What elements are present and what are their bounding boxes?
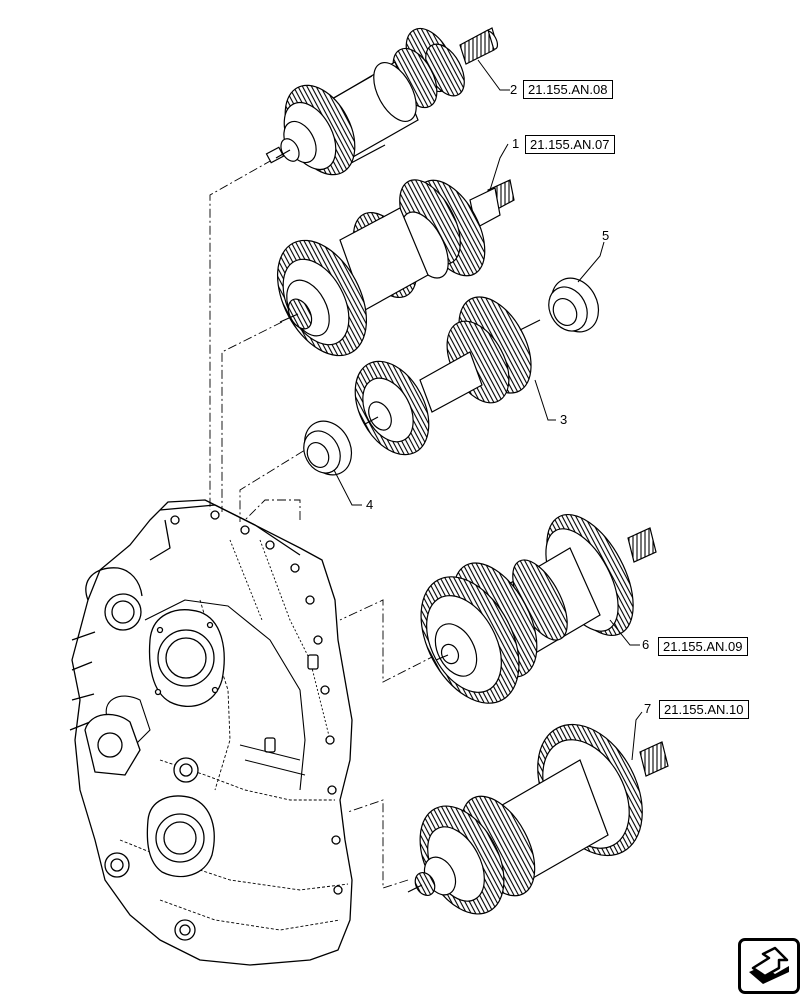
arrow-jump-icon bbox=[749, 946, 789, 984]
reference-link-part-1[interactable]: 21.155.AN.07 bbox=[525, 135, 615, 154]
reference-link-part-2[interactable]: 21.155.AN.08 bbox=[523, 80, 613, 99]
assembly-leader-lines bbox=[209, 159, 437, 889]
part-4-bearing bbox=[303, 420, 353, 476]
part-6-shaft-assembly bbox=[420, 513, 657, 704]
callout-number-6: 6 bbox=[642, 637, 649, 652]
callout-number-1: 1 bbox=[512, 136, 519, 151]
part-3-countershaft bbox=[354, 296, 541, 456]
callout-number-2: 2 bbox=[510, 82, 517, 97]
callout-number-3: 3 bbox=[560, 412, 567, 427]
callout-leaders bbox=[333, 59, 643, 761]
part-7-shaft-assembly bbox=[407, 723, 669, 915]
callout-number-5: 5 bbox=[602, 228, 609, 243]
part-5-bearing bbox=[548, 277, 600, 333]
part-1-shaft-assembly bbox=[276, 179, 515, 357]
navigation-button[interactable] bbox=[738, 938, 800, 994]
transmission-housing bbox=[69, 499, 353, 966]
reference-link-part-6[interactable]: 21.155.AN.09 bbox=[658, 637, 748, 656]
callout-number-7: 7 bbox=[644, 701, 651, 716]
part-2-shaft-assembly bbox=[265, 27, 499, 176]
callout-number-4: 4 bbox=[366, 497, 373, 512]
reference-link-part-7[interactable]: 21.155.AN.10 bbox=[659, 700, 749, 719]
